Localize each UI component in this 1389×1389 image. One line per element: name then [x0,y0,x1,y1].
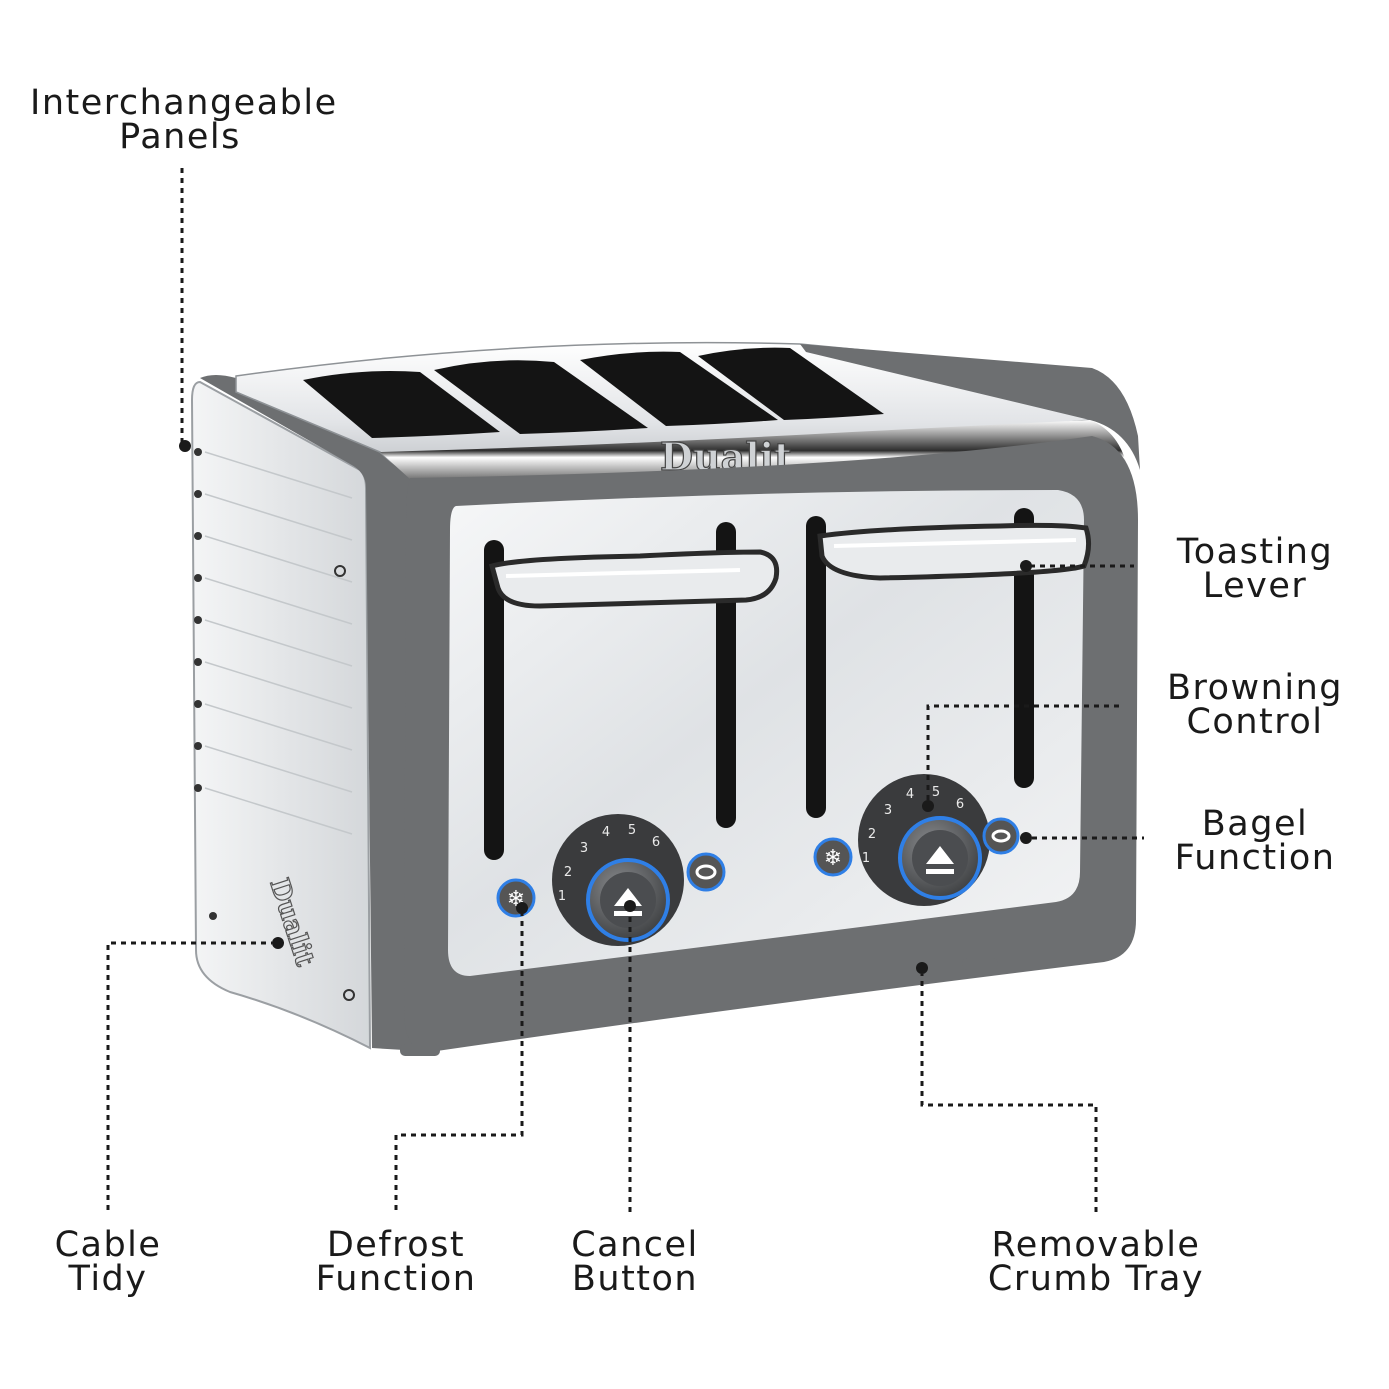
label-interchangeable-panels: Interchangeable Panels [30,83,338,157]
svg-text:3: 3 [884,803,892,818]
faceplate-slots [484,508,1034,860]
browning-dial-right[interactable]: 1 2 3 4 5 6 [858,774,990,906]
eject-icon [926,846,954,874]
bagel-button-left[interactable] [686,852,726,892]
svg-text:3: 3 [580,841,588,856]
leader-removable-crumb-tray [920,974,1098,1212]
bread-slot-4 [698,347,884,420]
svg-text:5: 5 [628,823,636,838]
label-browning-control: Browning Control [1167,668,1343,742]
leader-lines [106,168,1144,1212]
svg-text:4: 4 [602,825,610,840]
bread-slots [303,347,884,438]
browning-dial-left[interactable]: 1 2 3 4 5 6 [552,814,684,946]
snowflake-icon: ❄ [824,846,842,871]
side-panel-screws [194,448,355,1001]
svg-text:4: 4 [906,787,914,802]
bread-slot-3 [580,351,778,426]
label-cable-tidy: Cable Tidy [54,1225,162,1299]
toasting-lever-left[interactable] [488,549,780,609]
toaster-body: Dualit Dualit [190,341,1140,1056]
browning-scale-left: 1 2 3 4 5 6 [558,823,660,904]
browning-scale-right: 1 2 3 4 5 6 [862,785,964,866]
label-toasting-lever: Toasting Lever [1176,532,1334,606]
top-grey-rim [800,344,1140,470]
defrost-button-left[interactable]: ❄ [496,878,536,918]
leader-browning-control [926,704,1119,800]
feet [400,958,998,1056]
side-frame-strip [200,375,432,1050]
bagel-icon [991,829,1011,843]
svg-text:1: 1 [558,889,566,904]
toasting-lever-right[interactable] [817,522,1092,581]
label-defrost-function: Defrost Function [315,1225,477,1299]
bread-slot-1 [303,371,500,438]
svg-text:2: 2 [564,865,572,880]
side-panel-ribs [204,451,353,835]
svg-text:6: 6 [956,797,964,812]
svg-text:5: 5 [932,785,940,800]
svg-text:2: 2 [868,827,876,842]
bagel-button-right[interactable] [982,817,1020,855]
svg-text:6: 6 [652,835,660,850]
label-bagel-function: Bagel Function [1174,804,1336,878]
svg-text:1: 1 [862,851,870,866]
defrost-button-right[interactable]: ❄ [813,837,853,877]
leader-defrost-function [394,912,524,1210]
bagel-icon [695,864,717,880]
bread-slot-2 [434,360,648,434]
label-cancel-button: Cancel Button [571,1225,699,1299]
label-removable-crumb-tray: Removable Crumb Tray [987,1225,1205,1299]
